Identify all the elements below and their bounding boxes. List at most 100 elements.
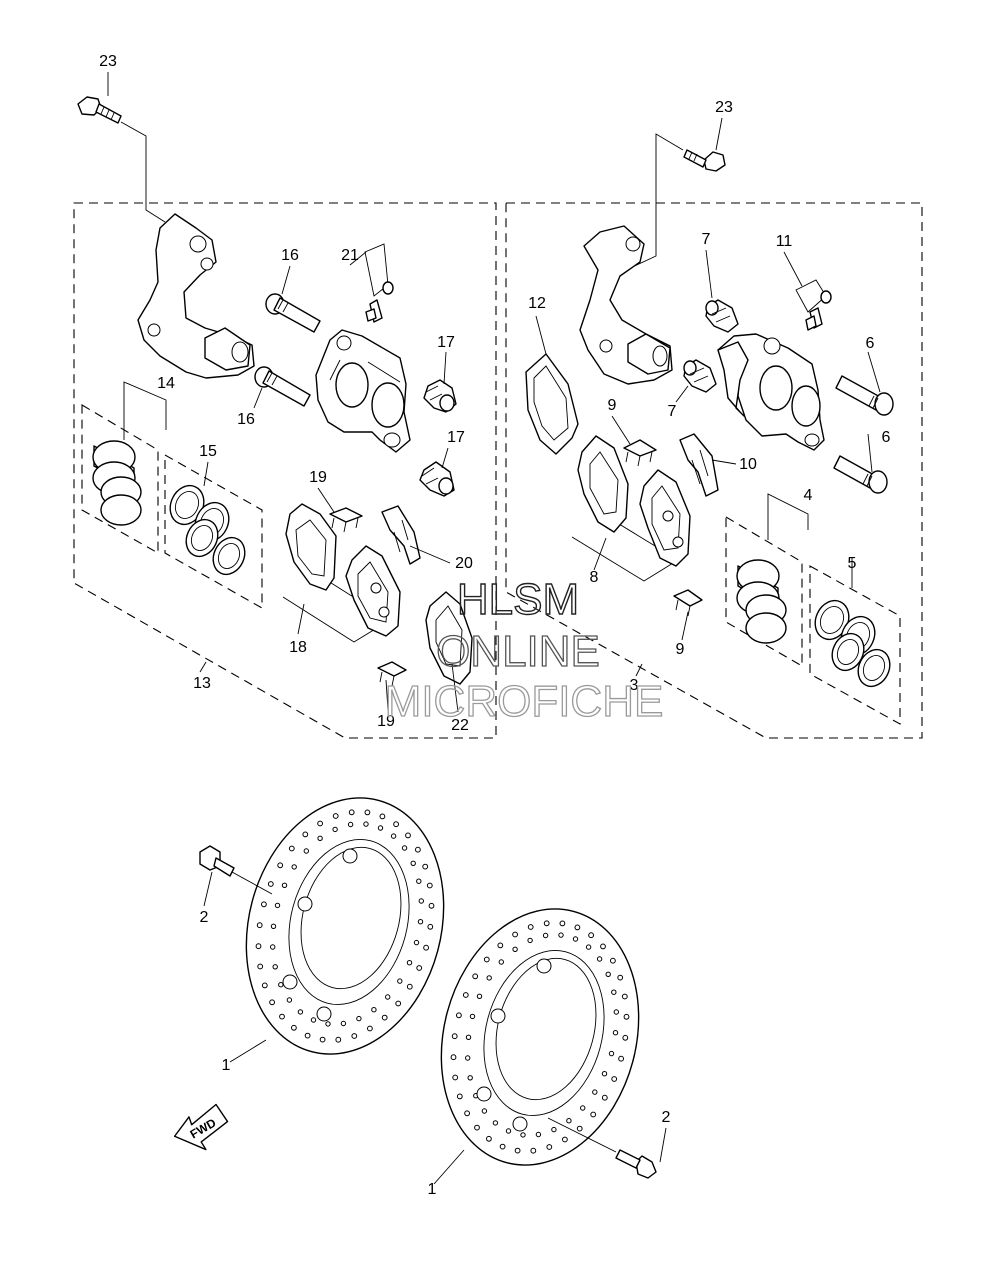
slide-pin-lower-right xyxy=(833,455,888,494)
callout-18: 18 xyxy=(289,639,307,656)
disc-drill-hole xyxy=(512,931,518,938)
disc-drill-hole xyxy=(611,1076,618,1082)
pin-boot-upper-left xyxy=(423,379,457,413)
callout-10: 10 xyxy=(739,456,757,473)
disc-drill-hole xyxy=(270,944,276,950)
disc-drill-hole xyxy=(580,1105,586,1111)
disc-drill-hole xyxy=(319,1036,326,1043)
seals-right xyxy=(814,599,891,688)
disc-drill-hole xyxy=(486,1135,492,1142)
disc-drill-hole xyxy=(450,1054,457,1061)
disc-drill-hole xyxy=(367,1025,373,1032)
callout-14: 14 xyxy=(157,375,175,392)
callout-23: 23 xyxy=(99,53,117,70)
disc-drill-hole xyxy=(274,902,281,909)
disc-drill-hole xyxy=(605,971,611,977)
disc-drill-hole xyxy=(257,963,264,970)
disc-drill-hole xyxy=(576,1125,583,1132)
callout-9: 9 xyxy=(676,641,685,658)
disc-drill-hole xyxy=(452,1074,459,1081)
pad-spring-right-upper xyxy=(623,439,657,467)
disc-drill-hole xyxy=(325,1021,331,1027)
disc-drill-hole xyxy=(542,932,549,939)
slide-pin-lower-left xyxy=(254,366,311,407)
pin-boot-upper-right xyxy=(705,299,739,333)
disc-drill-hole xyxy=(465,1034,472,1041)
disc-drill-hole xyxy=(291,864,297,870)
disc-drill-hole xyxy=(613,1009,619,1015)
callout-16: 16 xyxy=(237,411,255,428)
disc-drill-hole xyxy=(261,901,267,908)
disc-drill-hole xyxy=(572,936,579,942)
disc-drill-hole xyxy=(405,832,411,839)
pad-retainer-right xyxy=(679,433,719,497)
disc-drill-hole xyxy=(612,1030,619,1036)
callout-15: 15 xyxy=(199,443,217,460)
disc-drill-hole xyxy=(351,1033,358,1039)
pad-shim-left xyxy=(425,591,473,685)
callout-7: 7 xyxy=(702,231,711,248)
disc-drill-hole xyxy=(406,983,413,990)
disc-drill-hole xyxy=(512,946,518,952)
disc-drill-hole xyxy=(476,993,483,999)
callout-20: 20 xyxy=(455,555,473,572)
callout-5: 5 xyxy=(848,555,857,572)
bleed-screw-left xyxy=(364,243,394,323)
pistons-left xyxy=(92,440,142,526)
disc-drill-hole xyxy=(492,1120,499,1126)
disc-drill-hole xyxy=(472,973,479,980)
disc-drill-hole xyxy=(303,848,309,854)
callout-19: 19 xyxy=(309,469,327,486)
disc-drill-hole xyxy=(261,982,268,989)
disc-drill-hole xyxy=(601,1071,608,1077)
leader-lines xyxy=(107,72,881,1185)
disc-drill-hole xyxy=(527,937,533,944)
slide-pin-upper-left xyxy=(265,293,321,333)
disc-drill-hole xyxy=(401,845,408,851)
disc-drill-hole xyxy=(267,881,274,887)
disc-drill-hole xyxy=(364,809,371,816)
caliper-bracket-right xyxy=(579,225,673,385)
disc-drill-hole xyxy=(617,974,624,981)
callout-11: 11 xyxy=(776,233,793,250)
disc-drill-hole xyxy=(505,1128,512,1134)
disc-drill-hole xyxy=(498,959,504,965)
disc-drill-hole xyxy=(269,999,276,1006)
disc-drill-hole xyxy=(514,1147,521,1154)
callout-1: 1 xyxy=(428,1181,437,1198)
disc-drill-hole xyxy=(381,1014,388,1021)
disc-drill-hole xyxy=(416,878,422,884)
disc-drill-hole xyxy=(456,1012,462,1019)
caliper-assembly-outline-right xyxy=(505,202,923,739)
disc-drill-hole xyxy=(483,956,490,963)
callout-7: 7 xyxy=(668,403,677,420)
disc-drill-hole xyxy=(520,1132,526,1138)
disc-drill-hole xyxy=(317,820,324,827)
disc-drill-hole xyxy=(527,924,534,930)
disc-drill-hole xyxy=(590,1111,597,1118)
pistons-right xyxy=(736,559,787,644)
callout-6: 6 xyxy=(866,335,875,352)
brake-disc-upper xyxy=(245,797,445,1055)
disc-drill-hole xyxy=(390,833,397,839)
disc-drill-hole xyxy=(304,1032,311,1039)
disc-drill-hole xyxy=(585,944,592,950)
callout-9: 9 xyxy=(608,397,617,414)
disc-drill-hole xyxy=(340,1020,347,1027)
disc-drill-hole xyxy=(416,965,423,971)
disc-bolt-upper-axis xyxy=(231,871,273,895)
disc-drill-hole xyxy=(611,989,617,995)
callout-2: 2 xyxy=(200,909,209,926)
disc-drill-hole xyxy=(317,835,323,841)
bracket-bolt-right xyxy=(683,149,726,172)
disc-drill-hole xyxy=(566,1118,572,1124)
disc-drill-hole xyxy=(622,1034,629,1041)
disc-drill-hole xyxy=(558,932,564,938)
disc-drill-hole xyxy=(546,1144,553,1150)
callout-4: 4 xyxy=(804,487,813,504)
seal-kit-box-right xyxy=(809,565,901,725)
disc-drill-hole xyxy=(417,919,424,925)
bracket-bolt-right-axis xyxy=(629,133,684,269)
pin-boot-lower-left xyxy=(419,461,455,497)
caliper-bracket-left xyxy=(137,213,255,379)
